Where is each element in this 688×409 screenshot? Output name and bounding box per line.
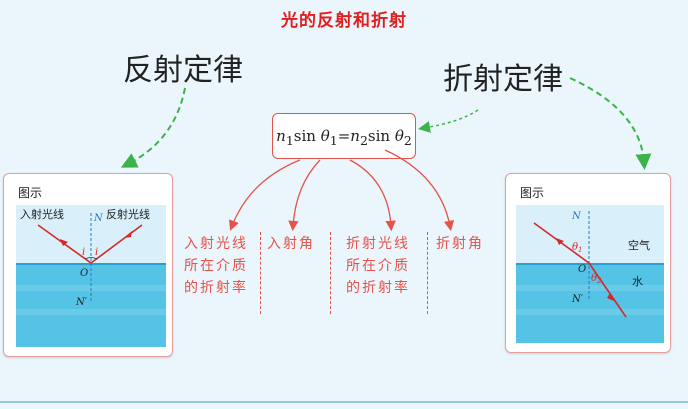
refracted-ray bbox=[588, 262, 627, 318]
reflection-diagram: 入射光线 反射光线 N N′ O i i bbox=[16, 205, 166, 347]
desc-incidence-angle: 入射角 bbox=[267, 233, 337, 255]
reflected-ray-label: 反射光线 bbox=[106, 207, 150, 221]
desc-line: 入射角 bbox=[267, 236, 315, 252]
refraction-law-arrow-left bbox=[418, 109, 479, 133]
formula-arrow-1 bbox=[229, 159, 301, 231]
svg-text:θ1: θ1 bbox=[572, 242, 583, 254]
formula-arrow-2 bbox=[288, 159, 321, 232]
reflection-diagram-card: 图示 入射光线 反射光线 N N′ O i i bbox=[3, 173, 173, 357]
formula-n1: n bbox=[276, 127, 286, 145]
formula-arrow-3 bbox=[349, 159, 396, 232]
formula-arrow-4 bbox=[384, 149, 455, 232]
desc-line: 所在介质 bbox=[184, 258, 248, 274]
reflection-law-arrow bbox=[120, 87, 186, 168]
incidence-point-label: O bbox=[578, 264, 586, 275]
desc-line: 所在介质 bbox=[346, 258, 410, 274]
refraction-diagram: N N′ O θ1 θ2 空气 水 bbox=[516, 205, 664, 343]
incidence-point-label: O bbox=[80, 268, 88, 279]
angle-i-label: i bbox=[82, 247, 85, 258]
formula-theta1: θ bbox=[320, 127, 330, 145]
normal-bottom-label: N′ bbox=[75, 297, 88, 308]
svg-text:θ2: θ2 bbox=[591, 273, 602, 285]
desc-line: 入射光线 bbox=[184, 236, 248, 252]
reflection-law-heading: 反射定律 bbox=[123, 53, 243, 88]
normal-top-label: N bbox=[93, 213, 104, 224]
normal-top-label: N bbox=[571, 211, 582, 222]
air-label: 空气 bbox=[628, 238, 650, 252]
refraction-card-label: 图示 bbox=[520, 186, 545, 200]
column-divider bbox=[330, 232, 331, 314]
desc-line: 的折射率 bbox=[184, 280, 248, 296]
snell-formula-box: n1sin θ1=n2sin θ2 bbox=[272, 113, 416, 159]
page-title: 光的反射和折射 bbox=[281, 11, 407, 31]
formula-n2-sub: 2 bbox=[359, 133, 368, 148]
formula-theta2: θ bbox=[394, 127, 404, 145]
reflection-card-label: 图示 bbox=[18, 186, 43, 200]
formula-equals: = bbox=[337, 127, 351, 145]
formula-n2: n bbox=[350, 127, 360, 145]
formula-sin2: sin bbox=[367, 127, 395, 145]
theta1-sub: 1 bbox=[578, 246, 582, 254]
formula-n1-sub: 1 bbox=[285, 133, 294, 148]
reflected-ray bbox=[90, 224, 143, 264]
incident-ray-label: 入射光线 bbox=[20, 207, 64, 221]
column-divider bbox=[260, 232, 261, 314]
normal-bottom-label: N′ bbox=[571, 294, 584, 305]
refraction-law-heading: 折射定律 bbox=[443, 62, 563, 97]
angle-r-label: i bbox=[95, 247, 98, 258]
formula-sin1: sin bbox=[293, 127, 321, 145]
desc-line: 折射角 bbox=[436, 236, 484, 252]
formula-theta2-sub: 2 bbox=[403, 133, 412, 148]
desc-refraction-angle: 折射角 bbox=[436, 233, 506, 255]
refraction-law-arrow-down bbox=[569, 77, 652, 170]
theta1-label: θ bbox=[572, 242, 578, 253]
refraction-diagram-card: 图示 N N′ O θ1 θ2 空气 水 bbox=[505, 173, 671, 353]
desc-line: 折射光线 bbox=[346, 236, 410, 252]
water-label: 水 bbox=[632, 275, 643, 288]
theta2-label: θ bbox=[591, 273, 597, 284]
footer-divider bbox=[0, 401, 688, 403]
desc-incident-medium-index: 入射光线 所在介质 的折射率 bbox=[184, 233, 264, 299]
desc-line: 的折射率 bbox=[346, 280, 410, 296]
theta2-sub: 2 bbox=[596, 277, 602, 285]
column-divider bbox=[427, 232, 428, 314]
formula-theta1-sub: 1 bbox=[329, 133, 338, 148]
desc-refracted-medium-index: 折射光线 所在介质 的折射率 bbox=[346, 233, 426, 299]
